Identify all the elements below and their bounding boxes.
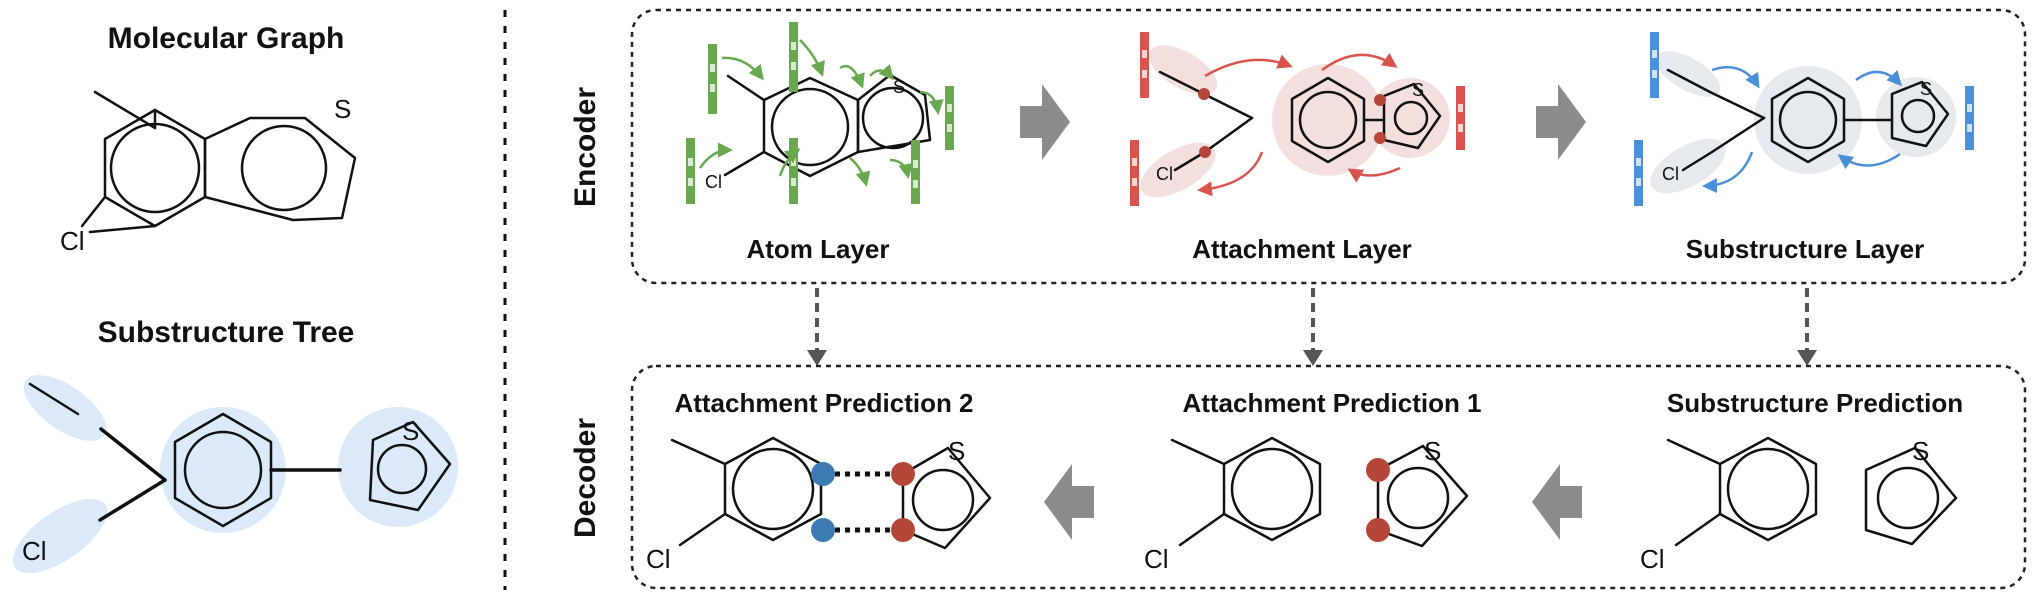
- substructure-tree-s-atom: S: [402, 416, 419, 446]
- attachment-layer-s-atom: S: [1412, 80, 1424, 100]
- substructure-feature-vectors: [1634, 32, 1974, 206]
- encoder-arrow-1: [1020, 84, 1070, 160]
- red-candidate-node-1: [1366, 458, 1390, 482]
- molecular-graph: S Cl: [60, 90, 357, 256]
- red-attachment-node-2: [891, 518, 915, 542]
- substructure-tree: S Cl: [12, 375, 458, 574]
- atom-layer-diagram: S Cl: [686, 22, 954, 204]
- substructure-prediction-diagram: Cl S: [1640, 436, 1958, 574]
- decoder-arrow-1: [1044, 464, 1094, 540]
- attachment-prediction-1-diagram: Cl S: [1144, 436, 1469, 574]
- substructure-tree-title: Substructure Tree: [98, 316, 355, 349]
- substructure-prediction-label: Substructure Prediction: [1667, 388, 1963, 418]
- blue-attachment-node-2: [811, 518, 835, 542]
- encoder-arrow-2: [1536, 84, 1586, 160]
- attachment-prediction-2-s-atom: S: [948, 436, 965, 466]
- encoder-side-label: Encoder: [569, 87, 602, 207]
- decoder-side-label: Decoder: [569, 418, 602, 538]
- atom-layer-s-atom: S: [893, 77, 905, 97]
- molecular-graph-title: Molecular Graph: [108, 22, 345, 55]
- decoder-box: [630, 364, 2027, 590]
- atom-layer-label: Atom Layer: [746, 234, 889, 264]
- blue-attachment-node-1: [811, 462, 835, 486]
- atom-feature-vectors: [686, 22, 954, 204]
- substructure-layer-diagram: S Cl: [1634, 32, 1974, 206]
- message-arrows-blue: [1702, 66, 1903, 194]
- molecular-graph-s-atom: S: [334, 94, 351, 124]
- red-candidate-node-2: [1366, 518, 1390, 542]
- attachment-prediction-1-label: Attachment Prediction 1: [1182, 388, 1481, 418]
- attachment-prediction-2-cl-atom: Cl: [646, 544, 671, 574]
- substructure-prediction-s-atom: S: [1912, 436, 1929, 466]
- attachment-layer-cl-atom: Cl: [1156, 164, 1173, 184]
- attachment-layer-label: Attachment Layer: [1192, 234, 1412, 264]
- red-attachment-node-1: [891, 462, 915, 486]
- substructure-layer-s-atom: S: [1920, 79, 1932, 99]
- atom-layer-cl-atom: Cl: [705, 172, 722, 192]
- attachment-prediction-2-label: Attachment Prediction 2: [674, 388, 973, 418]
- attachment-layer-diagram: S Cl: [1130, 32, 1465, 206]
- encoder-box: [630, 8, 2027, 285]
- encoder-to-decoder-arrows: [807, 288, 1817, 366]
- attachment-prediction-1-s-atom: S: [1424, 436, 1441, 466]
- message-arrows-green: [698, 39, 944, 187]
- decoder-arrow-2: [1532, 464, 1582, 540]
- substructure-layer-label: Substructure Layer: [1686, 234, 1924, 264]
- substructure-prediction-cl-atom: Cl: [1640, 544, 1665, 574]
- attachment-prediction-2-diagram: Cl S: [646, 436, 992, 574]
- substructure-tree-cl-atom: Cl: [22, 536, 47, 566]
- attachment-prediction-1-cl-atom: Cl: [1144, 544, 1169, 574]
- message-arrows-red: [1197, 53, 1401, 197]
- substructure-layer-cl-atom: Cl: [1662, 164, 1679, 184]
- attachment-feature-vectors: [1130, 32, 1465, 206]
- molecular-graph-cl-atom: Cl: [60, 226, 85, 256]
